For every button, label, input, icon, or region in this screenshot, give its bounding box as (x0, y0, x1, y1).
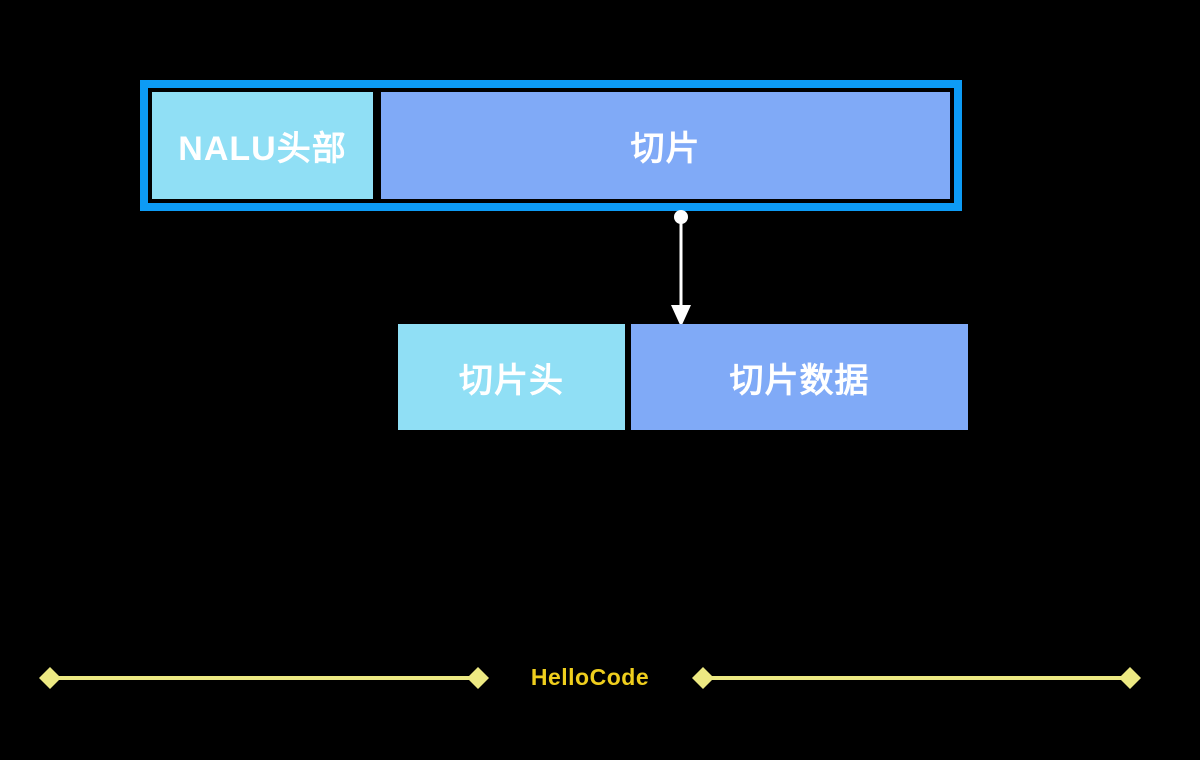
watermark-text: HelloCode (530, 664, 650, 690)
nalu-header-label: NALU头部 (178, 130, 347, 168)
arrow-down-icon (671, 210, 691, 327)
slice-data-label: 切片数据 (729, 361, 870, 400)
slice-header-label: 切片头 (459, 361, 564, 400)
divider-line-right (692, 667, 1141, 689)
slice-header-box: 切片头 (398, 324, 625, 430)
slice-data-box: 切片数据 (631, 324, 968, 430)
nalu-header-box: NALU头部 (148, 88, 377, 203)
slice-box: 切片 (377, 88, 954, 203)
slice-label: 切片 (630, 130, 701, 168)
divider-line-left (39, 667, 489, 689)
nalu-unit-container: NALU头部 切片 (140, 80, 962, 211)
